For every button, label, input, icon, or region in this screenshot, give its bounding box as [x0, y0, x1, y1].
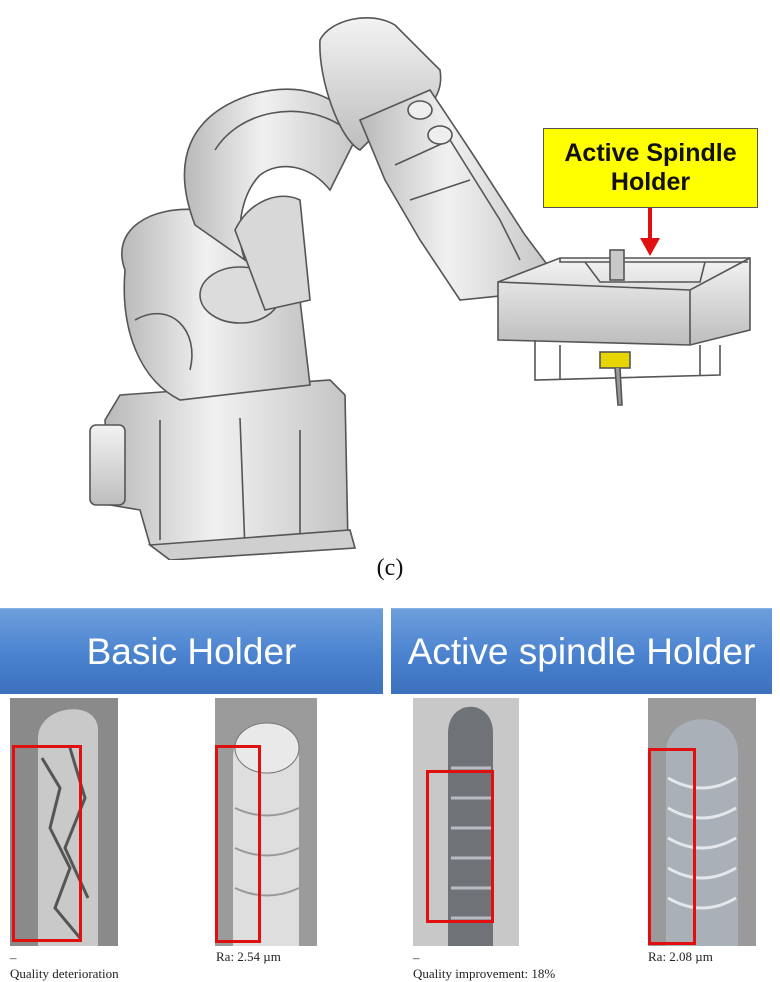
robot-forearm: [358, 89, 557, 301]
figure-label: (c): [376, 555, 404, 581]
highlight-box: [12, 745, 82, 942]
basic-holder-banner: Basic Holder: [0, 608, 383, 694]
sample-photo-active-1: [413, 698, 519, 946]
callout-line1: Active Spindle: [564, 139, 737, 167]
robot-arm-illustration: [89, 17, 751, 560]
caption-basic-2-top: Ra: 2.54 µm: [216, 949, 281, 964]
sample-photo-basic-2: [215, 698, 317, 946]
active-spindle-holder-banner: Active spindle Holder: [391, 608, 772, 694]
callout-line2: Holder: [610, 168, 691, 196]
caption-basic-1-bottom: Quality deterioration: [10, 966, 119, 981]
active-spindle-holder-callout: Active Spindle Holder: [543, 128, 758, 208]
highlight-box: [215, 745, 261, 943]
sample-photo-basic-1: [10, 698, 118, 946]
caption-active-1-bottom: Quality improvement: 18%: [413, 966, 556, 981]
caption-basic-1-top: –: [10, 950, 17, 965]
caption-active-2-top: Ra: 2.08 µm: [648, 949, 713, 964]
highlight-box: [426, 770, 494, 923]
highlight-box: [648, 748, 696, 945]
caption-active-1-top: –: [413, 950, 420, 965]
sample-photo-active-2: [648, 698, 756, 946]
